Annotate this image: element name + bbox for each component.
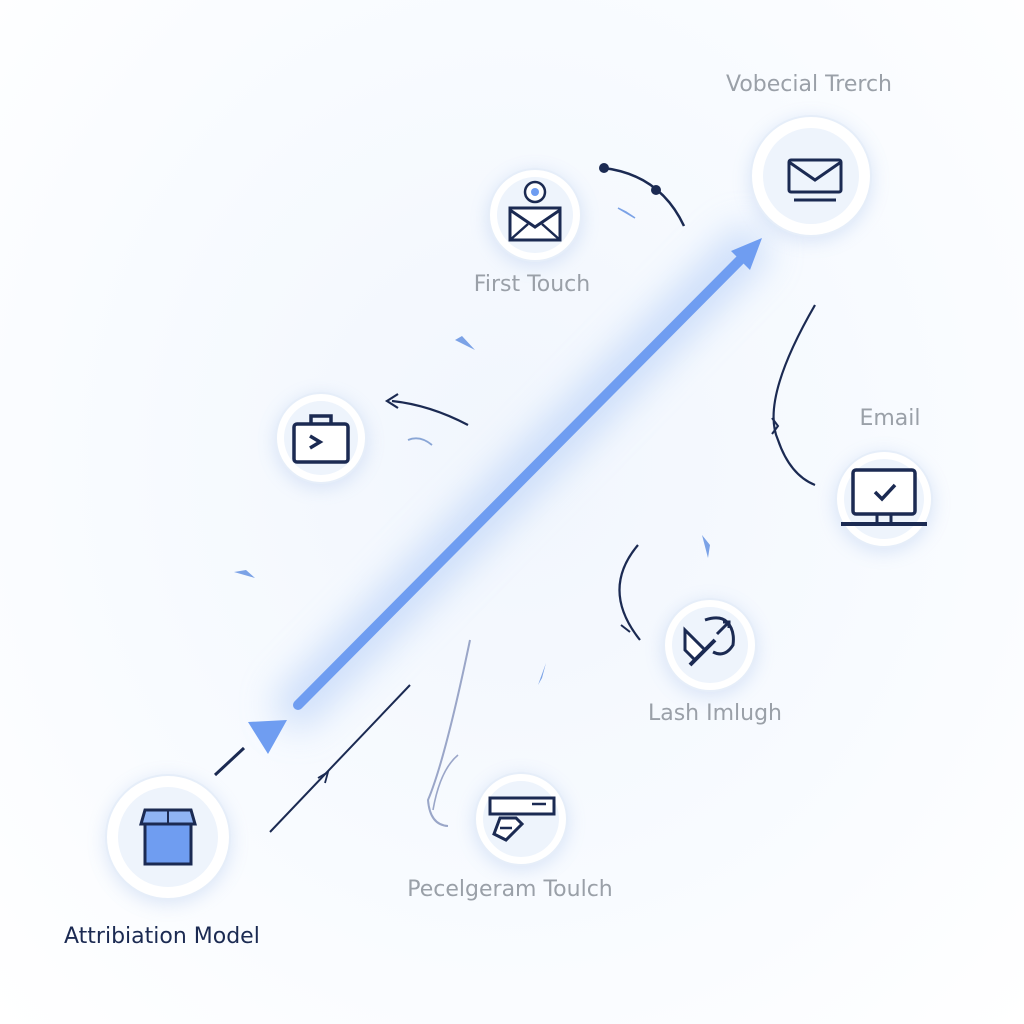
accent-mark-4 [702,535,710,558]
accent-mark-1 [455,336,475,350]
left-arrow-line [391,399,469,426]
bottom-left-line [269,684,411,833]
briefcase-icon [284,401,358,475]
node-top-right[interactable] [750,115,872,237]
node-bottom[interactable] [474,772,568,866]
main-arrow-head [731,238,762,270]
lash-arc-tick [620,624,631,633]
label-email: Email [859,406,921,431]
bottom-mid-line [426,639,471,827]
label-bottom: Pecelgeram Toulch [407,877,613,902]
start-dash [213,746,246,777]
label-model: Attribiation Model [64,924,260,949]
accent-mark-5 [538,663,546,685]
node-briefcase[interactable] [275,392,367,484]
label-first-touch: First Touch [473,272,591,297]
knife-tool-icon [483,781,559,857]
top-arc-dot-start [599,163,609,173]
webcam-envelope-icon [497,177,573,253]
laptop-check-icon [841,459,927,539]
bottom-left-arrow [317,770,330,784]
left-arrow-head [384,393,399,409]
email-curve [772,304,816,487]
email-curve-tick [771,417,780,435]
accent-mark-2 [617,207,636,219]
label-top-right: Vobecial Trerch [726,72,892,97]
label-lash: Lash Imlugh [647,701,783,726]
node-model[interactable] [105,774,231,900]
edit-tool-icon [672,607,748,683]
node-email[interactable] [835,450,933,548]
top-arc [603,166,686,227]
box-icon [118,787,218,887]
main-arrow-line [293,247,753,710]
start-arrow-head [248,720,287,754]
node-first-touch[interactable] [488,168,582,262]
envelope-icon [763,128,859,224]
top-arc-dot-mid [651,185,661,195]
node-lash[interactable] [663,598,757,692]
bottom-mid-hook [432,754,459,811]
left-small-hook [407,437,433,446]
accent-mark-3 [234,570,255,578]
lash-arc [618,544,641,641]
